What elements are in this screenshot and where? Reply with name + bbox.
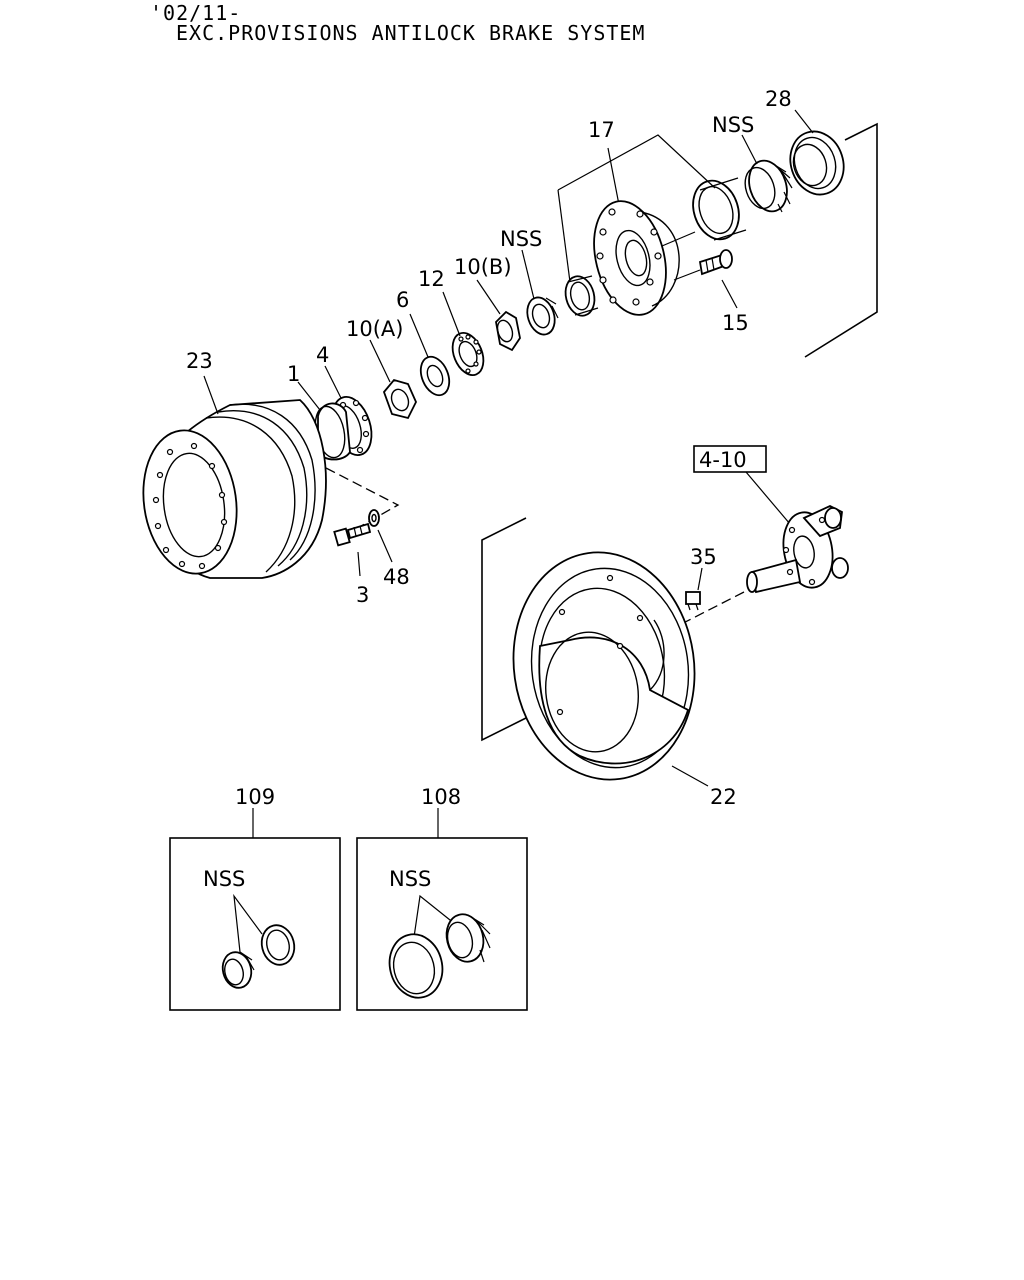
callout-28: 28	[765, 87, 792, 111]
kit-108-nss: NSS	[389, 867, 431, 891]
brake-drum-23	[142, 399, 327, 579]
callout-48: 48	[383, 565, 410, 589]
bolt-3	[333, 522, 372, 547]
callout-nss-top-left: NSS	[500, 227, 542, 251]
dust-shield-22	[512, 551, 696, 781]
kit-108-number: 108	[421, 785, 461, 809]
ref-box	[693, 445, 767, 473]
callout-3: 3	[356, 583, 369, 607]
callout-35: 35	[690, 545, 717, 569]
callout-22: 22	[710, 785, 737, 809]
callout-1: 1	[287, 362, 300, 386]
hub-17	[593, 200, 680, 316]
bearing-cone-inner	[526, 296, 559, 336]
washer-48	[368, 509, 380, 527]
callout-15: 15	[722, 311, 749, 335]
kit-109-cone	[221, 951, 255, 989]
callout-10b: 10(B)	[454, 255, 512, 279]
nut-10a	[382, 378, 417, 420]
callout-nss-top-right: NSS	[712, 113, 754, 137]
kit-109-number: 109	[235, 785, 275, 809]
kit-108-cup	[388, 933, 444, 999]
kit-box-108	[356, 808, 528, 1011]
callout-12: 12	[418, 267, 445, 291]
kit-box-109	[169, 808, 341, 1011]
callout-17: 17	[588, 118, 615, 142]
seal-28	[789, 130, 845, 196]
header-date: '02/11-	[150, 1, 241, 25]
header-title: EXC.PROVISIONS ANTILOCK BRAKE SYSTEM	[176, 21, 645, 45]
bearing-cup-inner	[564, 275, 599, 317]
nut-10b	[495, 310, 521, 352]
callout-ref: 4-10	[699, 448, 747, 472]
callout-4: 4	[316, 343, 329, 367]
bearing-cup-outer	[692, 177, 747, 241]
bearing-cone-outer	[744, 159, 793, 213]
kit-109-nss: NSS	[203, 867, 245, 891]
callout-10a: 10(A)	[346, 317, 403, 341]
washer-12	[451, 332, 485, 376]
callout-23: 23	[186, 349, 213, 373]
steering-knuckle	[746, 505, 849, 594]
callout-6: 6	[396, 288, 409, 312]
washer-6	[419, 355, 451, 397]
kit-108-cone	[445, 913, 491, 963]
top-assembly-bracket	[804, 122, 878, 358]
kit-109-cup	[260, 924, 296, 966]
stud-15	[673, 249, 733, 281]
bolt-35	[685, 591, 701, 611]
